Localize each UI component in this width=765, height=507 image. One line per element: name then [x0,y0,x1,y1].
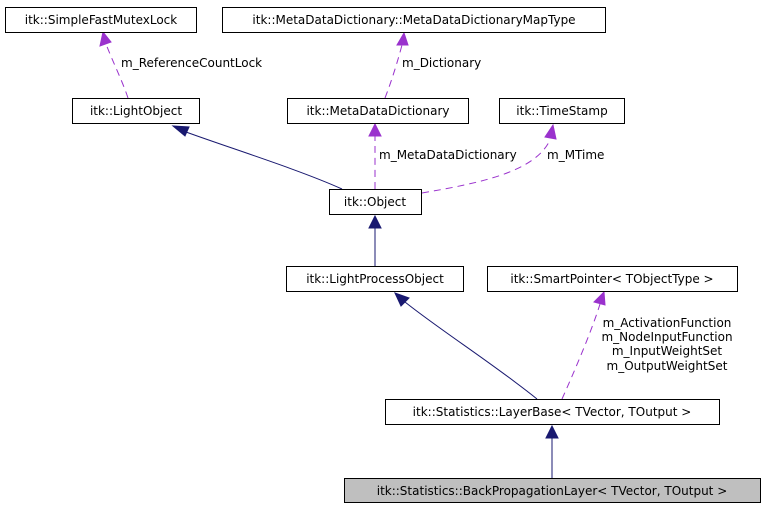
node-object[interactable]: itk::Object [329,189,422,215]
node-label: itk::MetaDataDictionary [306,104,449,118]
member-arrowhead [544,123,557,140]
node-label: itk::Object [344,195,406,209]
inheritance-arrowhead [171,125,190,137]
edge-layerbase-inherits-lightprocess [394,292,538,400]
edge-smartpointer-to-layerbase [561,290,606,400]
edge-label-mtime: m_MTime [547,148,604,162]
inheritance-arrowhead [545,424,559,439]
member-arrowhead [593,290,606,306]
node-label: itk::Statistics::BackPropagationLayer< T… [377,484,728,498]
edge-label-dictionary: m_Dictionary [402,56,481,70]
edge-label-inputweightset: m_InputWeightSet [612,344,723,358]
edge-label-refcountlock: m_ReferenceCountLock [121,56,262,70]
node-layerbase[interactable]: itk::Statistics::LayerBase< TVector, TOu… [385,399,720,425]
edge-backprop-inherits-layerbase [545,424,559,478]
node-label: itk::LightProcessObject [306,272,444,286]
node-label: itk::SimpleFastMutexLock [25,13,178,27]
node-smartpointer[interactable]: itk::SmartPointer< TObjectType > [487,266,738,292]
node-label: itk::LightObject [90,104,182,118]
node-timestamp[interactable]: itk::TimeStamp [499,98,625,124]
node-label: itk::Statistics::LayerBase< TVector, TOu… [413,405,692,419]
node-label: itk::MetaDataDictionary::MetaDataDiction… [252,13,575,27]
edge-label-metadatadictionary: m_MetaDataDictionary [379,148,517,162]
edge-lightprocess-inherits-object [368,214,382,266]
edge-label-outputweightset: m_OutputWeightSet [607,359,728,373]
edge-metadict-to-object [368,122,382,189]
node-simplefastmutexlock[interactable]: itk::SimpleFastMutexLock [5,7,197,33]
member-arrowhead [368,122,382,137]
edge-label-activationfunction: m_ActivationFunction [603,316,732,330]
edge-label-smartpointer-members: m_ActivationFunction m_NodeInputFunction… [601,316,732,373]
inheritance-arrowhead [394,292,410,307]
member-arrowhead [99,30,112,47]
edge-dictmap-to-metadict [384,31,409,99]
edge-label-nodeinputfunction: m_NodeInputFunction [601,330,732,344]
edge-mutex-to-lightobject [99,30,129,99]
node-metadatadictionary[interactable]: itk::MetaDataDictionary [287,98,469,124]
node-lightobject[interactable]: itk::LightObject [72,98,200,124]
edge-timestamp-to-object [421,123,557,194]
node-label: itk::SmartPointer< TObjectType > [510,272,713,286]
member-arrowhead [396,31,409,46]
edge-object-inherits-lightobject [171,125,343,190]
node-lightprocessobject[interactable]: itk::LightProcessObject [286,266,464,292]
inheritance-arrowhead [368,214,382,229]
node-metadatadictionarymaptype[interactable]: itk::MetaDataDictionary::MetaDataDiction… [222,7,606,33]
node-label: itk::TimeStamp [516,104,607,118]
node-backpropagationlayer: itk::Statistics::BackPropagationLayer< T… [344,478,761,503]
